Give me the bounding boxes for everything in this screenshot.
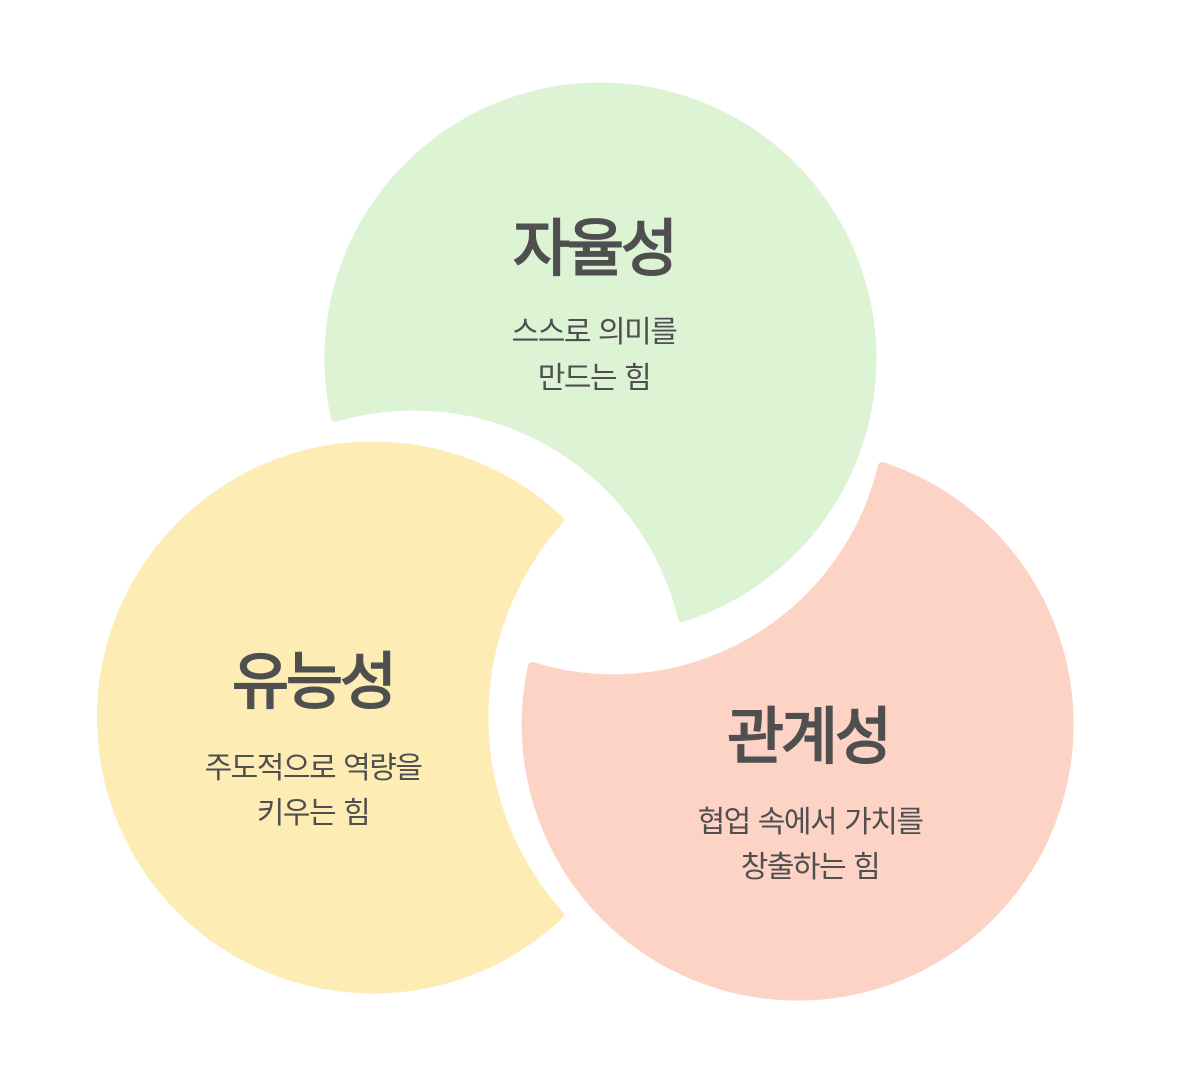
relatedness-segment: 관계성 협업 속에서 가치를 창출하는 힘 bbox=[521, 462, 1074, 1001]
relatedness-description-line-2: 창출하는 힘 bbox=[741, 850, 880, 885]
autonomy-shape bbox=[324, 82, 877, 622]
competence-description-line-2: 키우는 힘 bbox=[257, 796, 369, 831]
autonomy-title: 자율성 bbox=[513, 212, 675, 285]
autonomy-segment: 자율성 스스로 의미를 만드는 힘 bbox=[324, 82, 877, 622]
relatedness-title: 관계성 bbox=[727, 700, 889, 773]
competence-segment: 유능성 주도적으로 역량을 키우는 힘 bbox=[97, 441, 564, 994]
autonomy-description-line-2: 만드는 힘 bbox=[538, 361, 650, 396]
relatedness-description-line-1: 협업 속에서 가치를 bbox=[698, 805, 924, 840]
relatedness-shape bbox=[521, 462, 1074, 1001]
competence-title: 유능성 bbox=[232, 645, 394, 718]
autonomy-description-line-1: 스스로 의미를 bbox=[512, 315, 678, 350]
competence-description-line-1: 주도적으로 역량을 bbox=[205, 751, 422, 786]
competence-shape bbox=[97, 441, 564, 994]
